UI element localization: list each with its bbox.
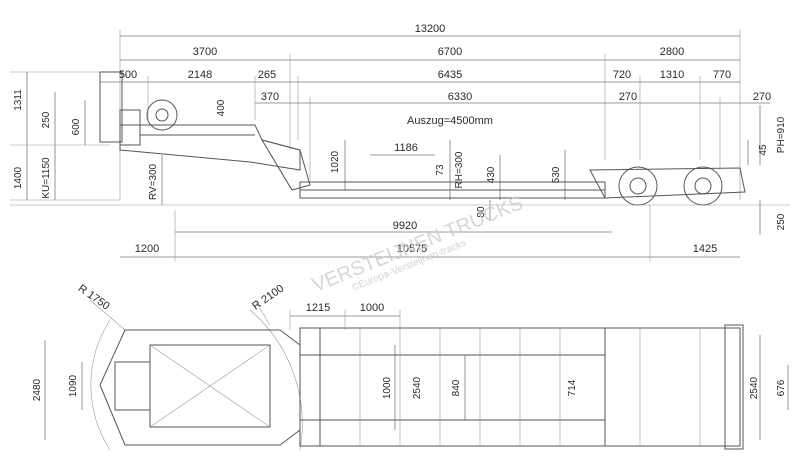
dim-6330: 6330 [448, 91, 472, 103]
top-view-trailer [89, 299, 744, 451]
dim-840: 840 [451, 379, 462, 396]
dim-676: 676 [776, 379, 787, 396]
dim-370: 370 [261, 91, 279, 103]
dim-250-left: 250 [41, 111, 52, 128]
dim-1310: 1310 [660, 69, 684, 81]
dim-1400: 1400 [13, 166, 24, 189]
dim-500: 500 [119, 69, 137, 81]
top-view-labels: R 2100 R 1750 1215 1000 2480 1090 2540 8… [32, 282, 787, 401]
side-view-labels: 13200 3700 6700 2800 500 2148 265 6435 7… [13, 23, 787, 255]
dim-2480: 2480 [32, 378, 43, 401]
watermark-brand: VERSTEIJNEN TRUCKS [309, 192, 526, 297]
dim-1215: 1215 [306, 302, 330, 314]
dim-deck: 6700 [438, 46, 462, 58]
dim-2540-left: 2540 [412, 376, 423, 399]
top-view-dimensions [44, 310, 789, 440]
side-view-trailer [10, 71, 790, 206]
dim-530: 530 [551, 166, 562, 183]
dim-400: 400 [216, 99, 227, 116]
dim-73: 73 [435, 164, 446, 176]
extension-label: Auszug=4500mm [407, 115, 493, 127]
dim-1200: 1200 [135, 243, 159, 255]
dim-2148: 2148 [188, 69, 212, 81]
dim-1311: 1311 [13, 89, 24, 111]
dim-430: 430 [486, 166, 497, 183]
dim-overall-length: 13200 [415, 23, 446, 35]
side-view-dimensions [10, 30, 770, 262]
dim-270-left: 270 [619, 91, 637, 103]
dim-rh: RH=300 [454, 151, 465, 188]
dim-ku: KU=1150 [41, 157, 52, 199]
dim-ph: PH=910 [776, 116, 787, 153]
dim-2540-right: 2540 [749, 376, 760, 399]
dim-6435: 6435 [438, 69, 462, 81]
dim-rear: 2800 [660, 46, 684, 58]
dim-1000-mid: 1000 [382, 376, 393, 399]
radius-2100: R 2100 [250, 282, 286, 312]
dim-600: 600 [71, 118, 82, 135]
dim-10575: 10575 [397, 243, 428, 255]
dim-1186: 1186 [394, 142, 418, 154]
radius-1750: R 1750 [76, 282, 112, 312]
dim-1000-top: 1000 [360, 302, 384, 314]
dim-1020: 1020 [330, 150, 341, 173]
dim-270-right: 270 [753, 91, 771, 103]
dim-714: 714 [567, 379, 578, 396]
dim-gooseneck: 3700 [193, 46, 217, 58]
dim-1090: 1090 [68, 374, 79, 397]
dim-720: 720 [613, 69, 631, 81]
dim-45: 45 [758, 144, 769, 156]
dim-770: 770 [713, 69, 731, 81]
dim-80: 80 [476, 206, 487, 218]
watermark: VERSTEIJNEN TRUCKS ©Europa-Versteijnen-t… [309, 192, 526, 297]
dim-1425: 1425 [693, 243, 717, 255]
dim-9920: 9920 [393, 220, 417, 232]
dim-265: 265 [258, 69, 276, 81]
dim-rv: RV=300 [148, 163, 159, 200]
dim-250-right: 250 [776, 213, 787, 230]
